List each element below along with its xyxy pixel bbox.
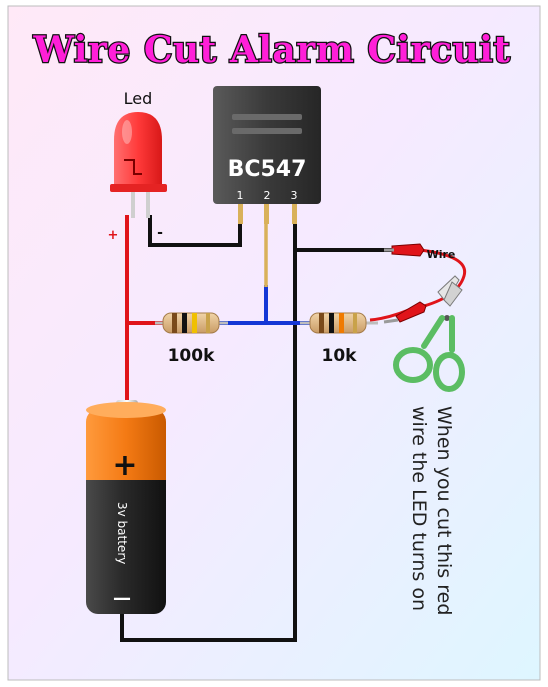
battery-minus-label: — — [113, 588, 131, 609]
transistor-pin-label: 2 — [264, 189, 271, 202]
battery-plus-label: + — [112, 448, 137, 483]
note-line-1: When you cut this red — [433, 406, 455, 615]
battery-icon — [86, 400, 166, 614]
resistor-icon — [155, 312, 228, 334]
led-label: Led — [124, 89, 153, 108]
clip-icon — [384, 243, 425, 257]
transistor-name: BC547 — [228, 157, 307, 182]
wire-label: Wire — [427, 248, 456, 261]
clip-icon — [383, 301, 427, 324]
page-title: Wire Cut Alarm Circuit — [32, 29, 510, 71]
resistor-label-100k: 100k — [168, 346, 215, 366]
led-icon — [110, 112, 167, 218]
wire-ground — [120, 250, 297, 642]
led-minus-label: - — [157, 225, 163, 241]
transistor-pin-label: 1 — [237, 189, 244, 202]
resistor-icon — [300, 312, 378, 334]
resistor-label-10k: 10k — [322, 346, 358, 366]
note-line-2: wire the LED turns on — [408, 406, 430, 611]
alarm-wire[interactable] — [419, 248, 467, 308]
battery-label: 3v battery — [115, 502, 129, 564]
led-plus-label: + — [108, 228, 119, 243]
transistor-pin-label: 3 — [291, 189, 298, 202]
transistor-icon — [213, 86, 321, 224]
scissors-icon — [393, 275, 465, 392]
wire-led-collector — [148, 215, 242, 247]
